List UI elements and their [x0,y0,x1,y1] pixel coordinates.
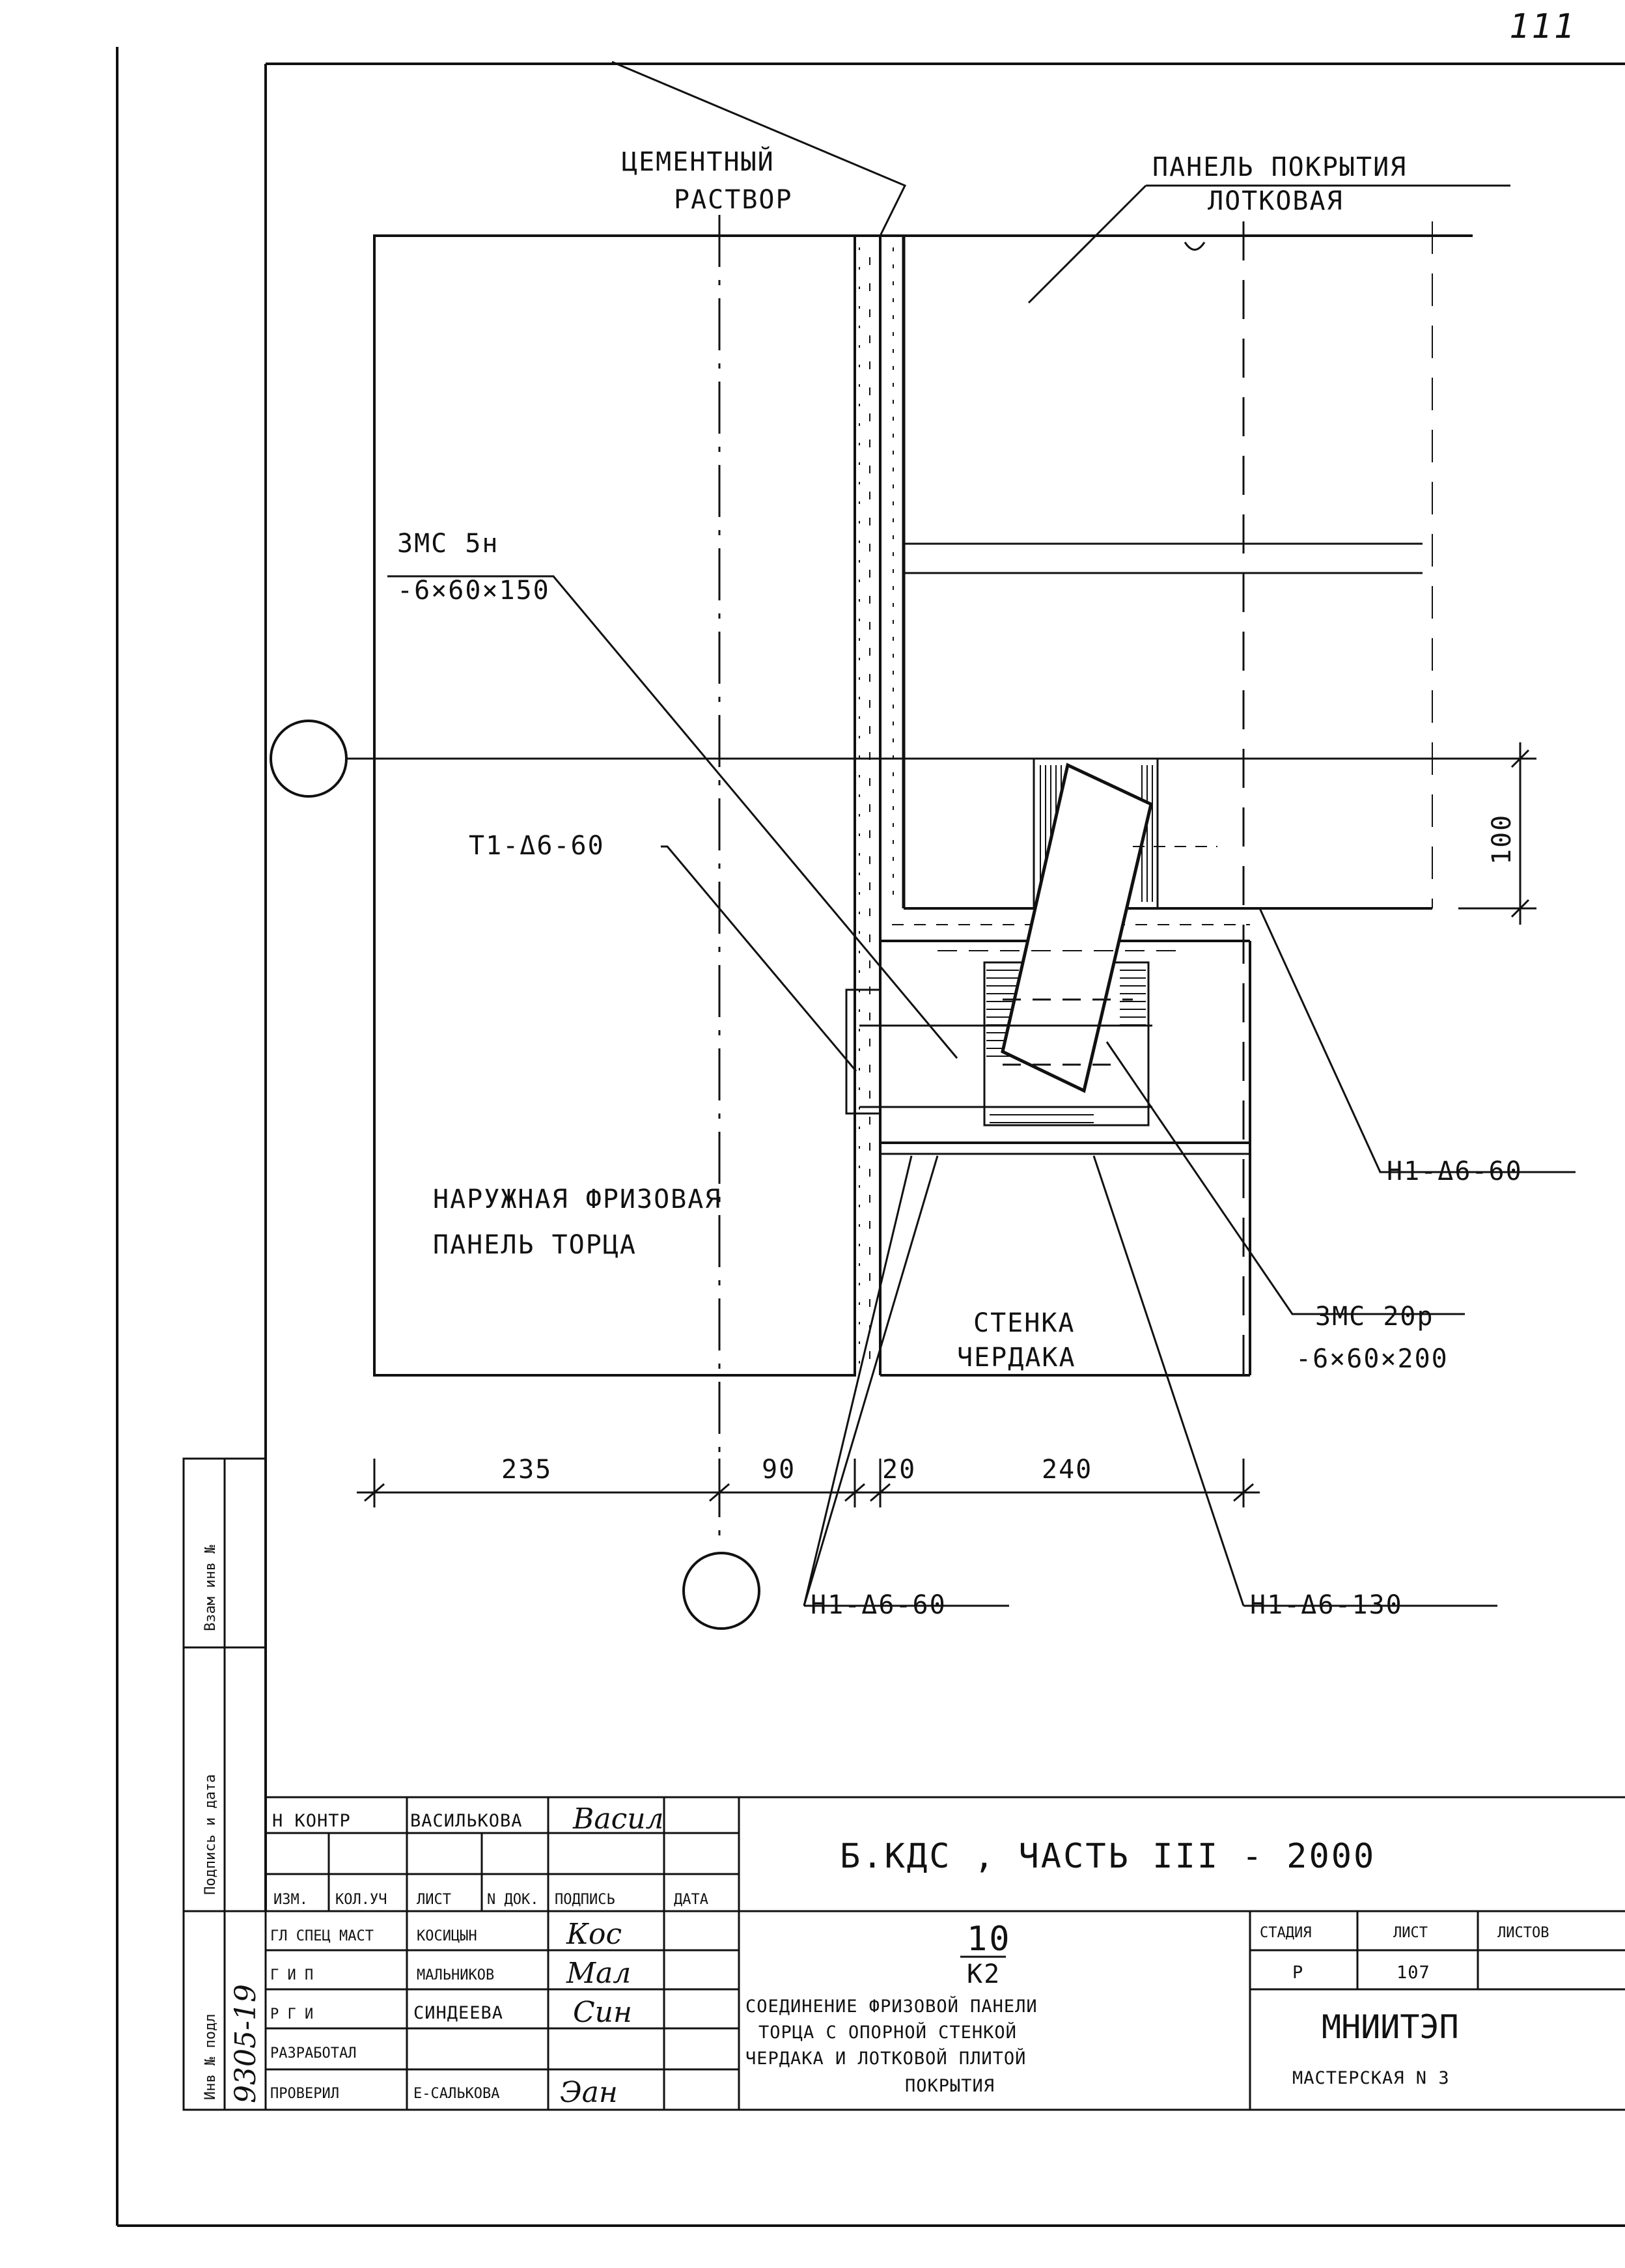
cement-mortar-label: ЦЕМЕНТНЫЙ [622,146,775,177]
n1-anchor-right-label: Н1-Δ6-60 [1387,1156,1523,1186]
outer-panel-label-2: ПАНЕЛЬ ТОРЦА [433,1230,637,1260]
attic-wall-label: СТЕНКА [973,1308,1076,1338]
embedded-part-top-label: ЗМС 5н [397,529,499,559]
series-title: Б.КДС , ЧАСТЬ III - 2000 [840,1837,1376,1876]
node-sheet: К2 [967,1959,1001,1989]
attic-wall [845,757,1251,1377]
n1-anchor-130-label: Н1-Δ6-130 [1250,1590,1403,1620]
row-developer-role: РАЗРАБОТАЛ [270,2045,356,2062]
side-stamp [182,1457,267,2111]
embedded-part-bottom-size: -6×60×200 [1296,1344,1449,1374]
workshop-name: МАСТЕРСКАЯ N 3 [1292,2068,1450,2088]
row-chief-role: ГЛ СПЕЦ МАСТ [270,1928,374,1944]
norm-control-name: ВАСИЛЬКОВА [410,1811,523,1831]
dimension-100: 100 [1487,814,1517,865]
header-qty: КОЛ.УЧ [335,1892,387,1908]
outer-panel-label: НАРУЖНАЯ ФРИЗОВАЯ [433,1184,721,1214]
drawing-title-1: СОЕДИНЕНИЕ ФРИЗОВОЙ ПАНЕЛИ [745,1996,1038,2017]
page-number: 111 [1509,7,1576,46]
dimension-lines [357,742,1536,1507]
row-gip-signature: Мал [566,1957,631,1990]
row-checker-role: ПРОВЕРИЛ [270,2086,339,2102]
title-block-grid [266,1796,1625,2111]
sheet-header: ЛИСТ [1393,1925,1428,1941]
roof-trough-panel [374,221,1473,1375]
embedded-part-top-size: -6×60×150 [397,576,550,606]
header-signature: ПОДПИСЬ [555,1892,615,1908]
side-stamp-original: Инв № подл [202,2014,219,2100]
row-gip-role: Г И П [270,1967,313,1983]
norm-control-role: Н КОНТР [272,1811,351,1831]
axis-circle-left [270,720,348,798]
roof-panel-label-2: ЛОТКОВАЯ [1208,186,1344,216]
drawing-title-2: ТОРЦА С ОПОРНОЙ СТЕНКОЙ [758,2022,1017,2043]
header-change: ИЗМ. [273,1892,308,1908]
n1-anchor-bottom-label: Н1-Δ6-60 [811,1590,947,1620]
stage-header: СТАДИЯ [1260,1925,1311,1941]
roof-panel-label: ПАНЕЛЬ ПОКРЫТИЯ [1152,152,1407,182]
side-stamp-replace: Взам инв № [202,1545,219,1631]
row-chief-signature: Кос [566,1918,622,1951]
sheet-value: 107 [1396,1963,1430,1983]
embedded-part-bottom-label: ЗМС 20р [1315,1302,1434,1332]
header-date: ДАТА [674,1892,708,1908]
dimension-240: 240 [1042,1455,1092,1485]
dimension-20: 20 [882,1455,916,1485]
stage-value: Р [1292,1963,1303,1983]
row-rgi-name: СИНДЕЕВА [413,2003,503,2023]
attic-wall-label-2: ЧЕРДАКА [957,1343,1076,1373]
row-rgi-signature: Син [573,1996,632,2029]
side-stamp-sign-date: Подпись и дата [202,1774,219,1895]
row-rgi-role: Р Г И [270,2006,313,2023]
drawing-labels: ЦЕМЕНТНЫЙ РАСТВОР ПАНЕЛЬ ПОКРЫТИЯ ЛОТКОВ… [397,146,1523,1620]
axis-markers [270,215,1523,1630]
header-sheet: ЛИСТ [417,1892,451,1908]
row-checker-signature: Эан [560,2076,618,2109]
norm-control-signature: Васил [572,1802,664,1836]
organization-name: МНИИТЭП [1322,2008,1459,2046]
node-number: 10 [967,1920,1012,1959]
axis-circle-bottom [682,1552,760,1630]
dimension-90: 90 [762,1455,796,1485]
row-chief-name: КОСИЦЫН [417,1928,477,1944]
cement-mortar-strip [859,236,906,1375]
sheets-header: ЛИСТОВ [1497,1925,1549,1941]
drawing-title-4: ПОКРЫТИЯ [905,2076,995,2096]
inventory-number: 9305-19 [229,1984,262,2103]
dimension-235: 235 [501,1455,552,1485]
row-gip-name: МАЛЬНИКОВ [417,1967,494,1983]
t1-anchor-label: Т1-Δ6-60 [469,831,605,861]
row-checker-name: Е-САЛЬКОВА [413,2086,499,2102]
cement-mortar-label-2: РАСТВОР [674,185,793,215]
drawing-title-3: ЧЕРДАКА И ЛОТКОВОЙ ПЛИТОЙ [745,2048,1026,2069]
leader-lines [387,61,1576,1607]
header-doc: N ДОК. [487,1892,538,1908]
